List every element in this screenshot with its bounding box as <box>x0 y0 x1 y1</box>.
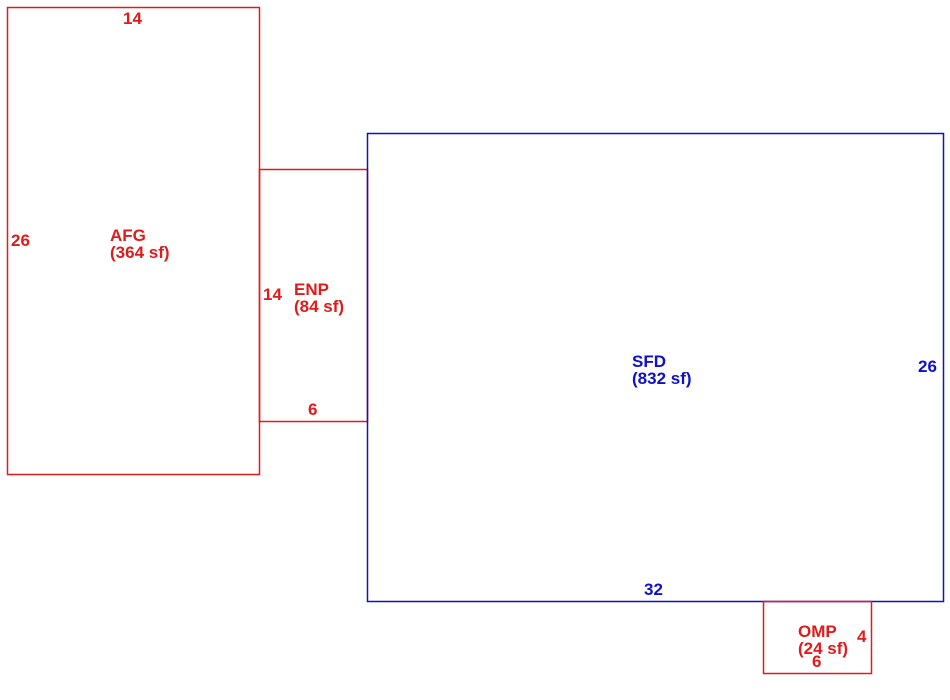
sfd-side-dimension: 26 <box>918 357 937 376</box>
enp-side-dimension: 14 <box>263 285 282 304</box>
sfd-bottom-dimension: 32 <box>644 580 663 599</box>
omp-area-label: (24 sf) <box>798 639 849 658</box>
enp-area-label: (84 sf) <box>294 297 345 316</box>
afg-side-dimension: 26 <box>11 231 30 250</box>
afg-area-label: (364 sf) <box>110 243 170 262</box>
sfd-outline <box>366 132 945 603</box>
omp-outline <box>762 600 873 675</box>
sfd-area-label: (832 sf) <box>632 369 692 388</box>
enp-code-label: ENP <box>294 280 329 299</box>
omp-side-dimension: 4 <box>857 627 867 646</box>
afg-code-label: AFG <box>110 226 146 245</box>
sfd-code-label: SFD <box>632 352 666 371</box>
afg-top-dimension: 14 <box>123 9 142 28</box>
omp-code-label: OMP <box>798 622 837 641</box>
omp-bottom-dimension: 6 <box>812 652 822 671</box>
enp-bottom-dimension: 6 <box>308 400 318 419</box>
